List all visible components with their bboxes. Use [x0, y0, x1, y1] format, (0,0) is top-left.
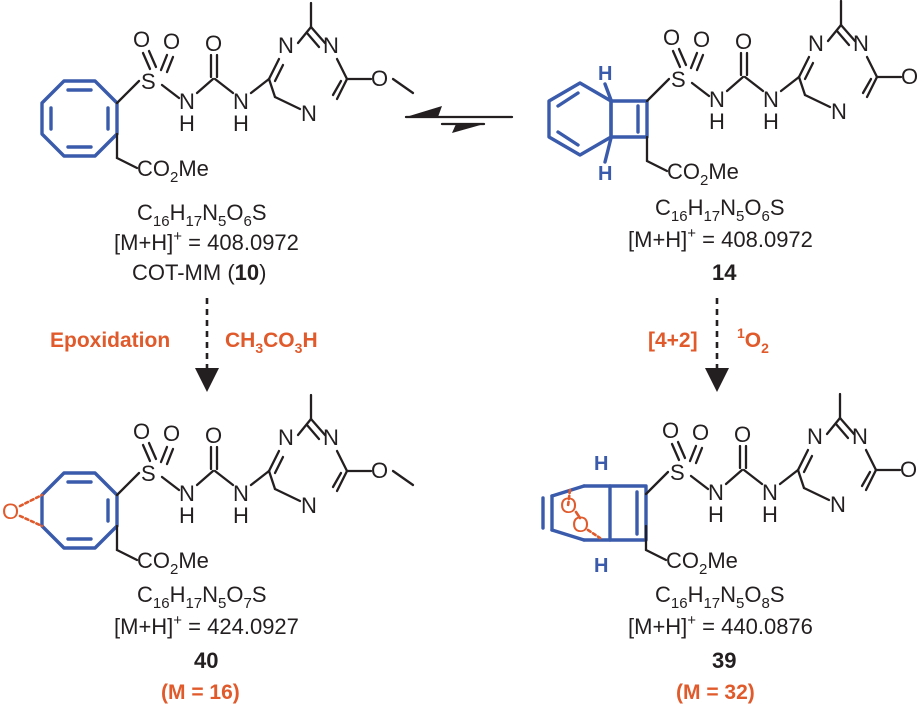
- formula-cot-mm: C16H17N5O6S: [137, 200, 267, 230]
- id-39: 39: [712, 648, 736, 673]
- structure-14: H H: [547, 0, 917, 191]
- equilibrium-arrows: [404, 106, 514, 133]
- formula-40: C16H17N5O7S: [137, 582, 267, 612]
- reagent-singlet-oxygen: 1O2: [737, 325, 769, 356]
- mass-40: [M+H]+ = 424.0927: [114, 612, 299, 639]
- peroxide-oxygen-2: O: [572, 512, 589, 537]
- peroxide-oxygen-1: O: [560, 493, 577, 518]
- label-epoxidation: Epoxidation: [50, 329, 170, 352]
- reagent-peracetic-acid: CH3CO3H: [225, 329, 318, 356]
- bridgehead-h-bottom: H: [598, 163, 612, 185]
- mass-cot-mm: [M+H]+ = 408.0972: [114, 228, 299, 255]
- formula-39: C16H17N5O8S: [655, 582, 785, 612]
- formula-14: C16H17N5O6S: [655, 195, 785, 225]
- mass-14: [M+H]+ = 408.0972: [628, 225, 813, 252]
- structure-cot-mm: [40, 1, 415, 188]
- structure-40: O: [2, 393, 415, 580]
- bridgehead-h-top: H: [598, 63, 612, 85]
- id-14: 14: [712, 260, 737, 285]
- name-cot-mm: COT-MM (10): [132, 260, 266, 285]
- structure-39: H H O O: [541, 392, 917, 580]
- mass-39: [M+H]+ = 440.0876: [628, 612, 813, 639]
- arrow-epoxidation: [195, 298, 219, 392]
- delta-39: (M = 32): [676, 681, 755, 704]
- arrow-cycloaddition: [705, 298, 729, 392]
- label-4-2: [4+2]: [648, 329, 698, 352]
- epoxide-oxygen: O: [2, 499, 19, 524]
- id-40: 40: [194, 648, 218, 673]
- bridgehead-h-bottom-39: H: [594, 555, 608, 577]
- bridgehead-h-top-39: H: [594, 453, 608, 475]
- delta-40: (M = 16): [161, 681, 240, 704]
